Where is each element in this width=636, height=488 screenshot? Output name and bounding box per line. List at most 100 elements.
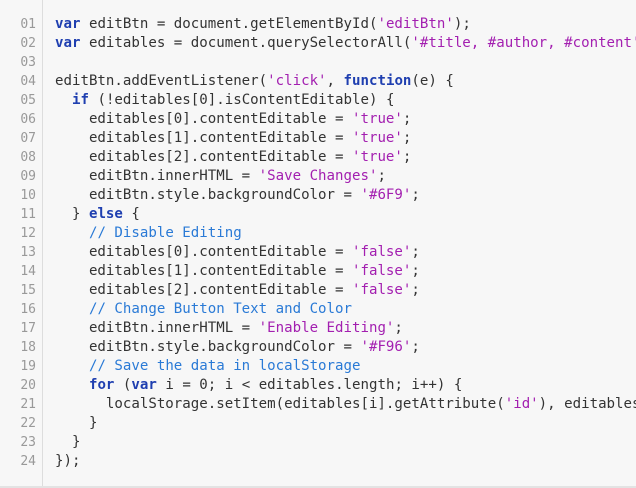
code-line: 17 editBtn.innerHTML = 'Enable Editing'; xyxy=(0,319,636,338)
string-token: 'true' xyxy=(351,149,403,165)
code-line: 23 } xyxy=(0,433,636,452)
line-number: 09 xyxy=(20,169,36,184)
code-token: }); xyxy=(55,453,81,469)
code-token xyxy=(55,301,89,317)
string-token: '#title, #author, #content' xyxy=(411,35,636,51)
code-token: ( xyxy=(114,377,132,393)
keyword-token: else xyxy=(88,206,123,222)
code-text: editBtn.style.backgroundColor = '#6F9'; xyxy=(55,186,420,205)
code-line: 14 editables[1].contentEditable = 'false… xyxy=(0,262,636,281)
code-text: // Change Button Text and Color xyxy=(55,300,352,319)
code-token xyxy=(55,377,89,393)
code-token: ; xyxy=(411,339,420,355)
string-token: 'false' xyxy=(351,263,412,279)
code-token: i = 0; i < editables.length; i++) { xyxy=(156,377,463,393)
code-line: 21 localStorage.setItem(editables[i].get… xyxy=(0,395,636,414)
code-text: editables[2].contentEditable = 'false'; xyxy=(55,281,420,300)
code-line: 20 for (var i = 0; i < editables.length;… xyxy=(0,376,636,395)
code-line: 06 editables[0].contentEditable = 'true'… xyxy=(0,110,636,129)
code-token: editBtn.style.backgroundColor = xyxy=(55,339,361,355)
code-token xyxy=(55,225,89,241)
line-number: 06 xyxy=(20,112,36,127)
string-token: 'Enable Editing' xyxy=(258,320,395,336)
line-number: 08 xyxy=(20,150,36,165)
code-line: 07 editables[1].contentEditable = 'true'… xyxy=(0,129,636,148)
code-token: { xyxy=(122,206,140,222)
code-text: }); xyxy=(55,452,80,471)
code-token: ; xyxy=(411,263,420,279)
line-number: 03 xyxy=(20,55,36,70)
code-token: editBtn.addEventListener( xyxy=(55,73,268,89)
code-token: ; xyxy=(402,130,412,146)
code-line: 12 // Disable Editing xyxy=(0,224,636,243)
code-line: 10 editBtn.style.backgroundColor = '#6F9… xyxy=(0,186,636,205)
code-token: , xyxy=(326,73,344,89)
code-token: editables[2].contentEditable = xyxy=(55,282,352,298)
code-token: ; xyxy=(402,111,412,127)
code-text: editables[2].contentEditable = 'true'; xyxy=(55,148,411,167)
code-text: editables[0].contentEditable = 'true'; xyxy=(55,110,411,129)
code-token: (!editables[0].isContentEditable) { xyxy=(88,92,395,108)
code-token: editables[0].contentEditable = xyxy=(55,244,352,260)
code-line: 01 var editBtn = document.getElementById(… xyxy=(0,15,636,34)
string-token: '#F96' xyxy=(360,339,412,355)
string-token: 'id' xyxy=(504,396,539,412)
code-text: editBtn.addEventListener('click', functi… xyxy=(55,72,454,91)
code-token: ; xyxy=(411,187,420,203)
code-token xyxy=(55,358,89,374)
code-text: // Disable Editing xyxy=(55,224,242,243)
string-token: 'false' xyxy=(351,244,412,260)
code-token: ); xyxy=(453,16,471,32)
comment-token: // Change Button Text and Color xyxy=(88,301,352,317)
line-number: 05 xyxy=(20,93,36,108)
code-token: ; xyxy=(394,320,403,336)
code-line: 11 } else { xyxy=(0,205,636,224)
code-text: localStorage.setItem(editables[i].getAtt… xyxy=(55,395,636,414)
code-token xyxy=(55,92,72,108)
code-text: if (!editables[0].isContentEditable) { xyxy=(55,91,394,110)
code-line: 02 var editables = document.querySelector… xyxy=(0,34,636,53)
string-token: 'editBtn' xyxy=(377,16,454,32)
code-line: 16 // Change Button Text and Color xyxy=(0,300,636,319)
line-number: 12 xyxy=(20,226,36,241)
line-number: 01 xyxy=(20,17,36,32)
code-text: editables[0].contentEditable = 'false'; xyxy=(55,243,420,262)
code-token: ; xyxy=(411,282,420,298)
code-line: 24}); xyxy=(0,452,636,471)
line-number: 02 xyxy=(20,36,36,51)
line-number: 15 xyxy=(20,283,36,298)
code-line: 03 xyxy=(0,53,636,72)
code-token: } xyxy=(55,434,81,450)
string-token: 'click' xyxy=(267,73,327,89)
string-token: 'Save Changes' xyxy=(258,168,378,184)
code-line: 09 editBtn.innerHTML = 'Save Changes'; xyxy=(0,167,636,186)
comment-token: // Save the data in localStorage xyxy=(88,358,361,374)
code-line: 13 editables[0].contentEditable = 'false… xyxy=(0,243,636,262)
keyword-token: var xyxy=(55,35,81,51)
code-text: // Save the data in localStorage xyxy=(55,357,361,376)
line-number: 19 xyxy=(20,359,36,374)
code-text: var editables = document.querySelectorAl… xyxy=(55,34,636,53)
line-number: 24 xyxy=(20,454,36,469)
code-token: } xyxy=(55,206,89,222)
keyword-token: var xyxy=(55,16,81,32)
code-token: editBtn = document.getElementById( xyxy=(80,16,378,32)
code-token: editables[1].contentEditable = xyxy=(55,130,352,146)
keyword-token: if xyxy=(71,92,89,108)
line-number: 21 xyxy=(20,397,36,412)
string-token: 'false' xyxy=(351,282,412,298)
code-token: editables[2].contentEditable = xyxy=(55,149,352,165)
code-token: editables = document.querySelectorAll( xyxy=(80,35,412,51)
code-text: var editBtn = document.getElementById('e… xyxy=(55,15,471,34)
line-number-gutter xyxy=(0,0,43,486)
line-number: 22 xyxy=(20,416,36,431)
code-text: editBtn.innerHTML = 'Enable Editing'; xyxy=(55,319,403,338)
code-token: ; xyxy=(377,168,386,184)
keyword-token: var xyxy=(131,377,157,393)
code-token: ; xyxy=(411,244,420,260)
code-token: editBtn.innerHTML = xyxy=(55,168,259,184)
line-number: 07 xyxy=(20,131,36,146)
code-token: ; xyxy=(402,149,412,165)
code-token: editables[1].contentEditable = xyxy=(55,263,352,279)
